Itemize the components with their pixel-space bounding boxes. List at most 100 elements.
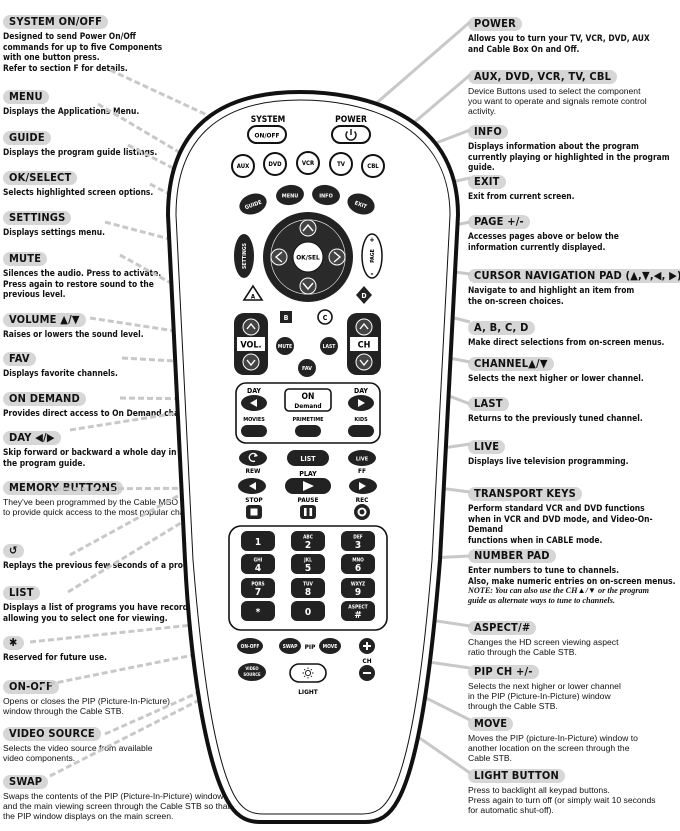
svg-text:FAV: FAV [302, 366, 312, 372]
page-button[interactable]: PAGE+- [361, 233, 383, 279]
callout-description: Reserved for future use. [3, 652, 107, 662]
svg-text:WXYZ: WXYZ [351, 582, 365, 588]
system-label: SYSTEM [251, 115, 286, 125]
pip-ch-minus-button[interactable] [359, 665, 375, 681]
svg-text:MOVE: MOVE [323, 644, 338, 650]
menu-button[interactable]: MENU [275, 183, 306, 207]
sun-icon [302, 667, 314, 679]
settings-button[interactable]: SETTINGS [234, 234, 254, 278]
day-back-button[interactable] [241, 395, 267, 411]
callout-title: ↺ [3, 544, 24, 558]
d-button[interactable]: D [356, 286, 372, 304]
stop-button[interactable] [246, 505, 262, 519]
last-button[interactable]: LAST [320, 337, 338, 355]
svg-text:4: 4 [255, 563, 261, 574]
number-key[interactable]: 1 [241, 531, 275, 551]
device-button-tv[interactable]: TV [329, 152, 353, 176]
light-button[interactable] [289, 663, 327, 683]
play-button[interactable] [285, 478, 331, 494]
guide-button[interactable]: GUIDE [236, 190, 269, 218]
kids-button[interactable] [348, 425, 374, 437]
svg-text:STOP: STOP [245, 496, 263, 504]
svg-text:EXIT: EXIT [354, 200, 368, 210]
device-button-vcr[interactable]: VCR [296, 151, 320, 175]
callout-title: VIDEO SOURCE [3, 727, 101, 741]
mute-button[interactable]: MUTE [276, 337, 294, 355]
pip-on-off-button[interactable]: ON-OFF [237, 638, 263, 654]
callout-channel: CHANNEL▲/▼Selects the next higher or low… [468, 354, 644, 384]
svg-text:PRIMETIME: PRIMETIME [292, 417, 324, 423]
exit-button[interactable]: EXIT [344, 190, 377, 218]
a-button[interactable]: A [242, 284, 264, 301]
callout-title: OK/SELECT [3, 171, 78, 185]
rewind-button[interactable] [238, 478, 266, 494]
live-button[interactable]: LIVE [348, 450, 376, 466]
b-button[interactable]: B [280, 311, 292, 323]
fast-forward-button[interactable] [349, 478, 377, 494]
callout-title: NUMBER PAD [468, 549, 556, 563]
swap-button[interactable]: SWAP [279, 638, 301, 654]
svg-text:ASPECT: ASPECT [348, 605, 368, 611]
callout-day: DAY ◀/▶Skip forward or backward a whole … [3, 428, 176, 468]
record-button[interactable] [354, 504, 370, 520]
move-button[interactable]: MOVE [319, 638, 341, 654]
pip-ch-plus-button[interactable] [359, 638, 375, 654]
callout-description: Silences the audio. Press to activate. P… [3, 268, 162, 300]
svg-text:ABC: ABC [303, 535, 313, 541]
day-forward-button[interactable] [348, 395, 374, 411]
ok-select-button[interactable] [292, 241, 324, 273]
on-demand-button[interactable]: ON Demand [284, 388, 332, 412]
callout-title: TRANSPORT KEYS [468, 487, 582, 501]
callout-description: Displays a list of programs you have rec… [3, 602, 202, 623]
callout-title: LIVE [468, 440, 506, 454]
list-button[interactable]: LIST [287, 450, 329, 466]
svg-text:SOURCE: SOURCE [243, 672, 261, 677]
device-button-aux[interactable]: AUX [231, 154, 255, 178]
system-on-off-button[interactable] [247, 125, 287, 144]
device-button-dvd[interactable]: DVD [263, 152, 287, 176]
svg-text:B: B [284, 314, 289, 322]
callout-title: PAGE +/- [468, 215, 530, 229]
number-key[interactable]: ASPECT# [341, 601, 375, 621]
callout-description: Displays information about the program c… [468, 141, 670, 173]
fav-button[interactable]: FAV [298, 359, 316, 377]
svg-text:9: 9 [355, 587, 361, 598]
device-button-cbl[interactable]: CBL [361, 154, 385, 178]
svg-text:ON: ON [302, 392, 315, 402]
movies-button[interactable] [241, 425, 267, 437]
callout-title: MUTE [3, 252, 48, 266]
callout-title: ✱ [3, 636, 24, 650]
primetime-button[interactable] [295, 425, 321, 437]
replay-button[interactable] [239, 450, 267, 466]
channel-rocker[interactable]: CH [347, 313, 381, 375]
pause-button[interactable] [300, 505, 316, 519]
number-key[interactable]: 0 [291, 601, 325, 621]
callout-page: PAGE +/-Accesses pages above or below th… [468, 212, 619, 252]
callout-title: SETTINGS [3, 211, 72, 225]
svg-text:PLAY: PLAY [299, 470, 317, 478]
info-button[interactable]: INFO [311, 183, 342, 207]
svg-text:VOL.: VOL. [240, 341, 261, 351]
c-button[interactable]: C [317, 309, 333, 325]
number-key[interactable]: * [241, 601, 275, 621]
svg-text:REC: REC [356, 496, 369, 504]
svg-text:CBL: CBL [367, 163, 379, 170]
volume-rocker[interactable]: VOL. [234, 313, 268, 375]
cursor-navigation-pad[interactable]: OK/SEL [263, 212, 353, 302]
